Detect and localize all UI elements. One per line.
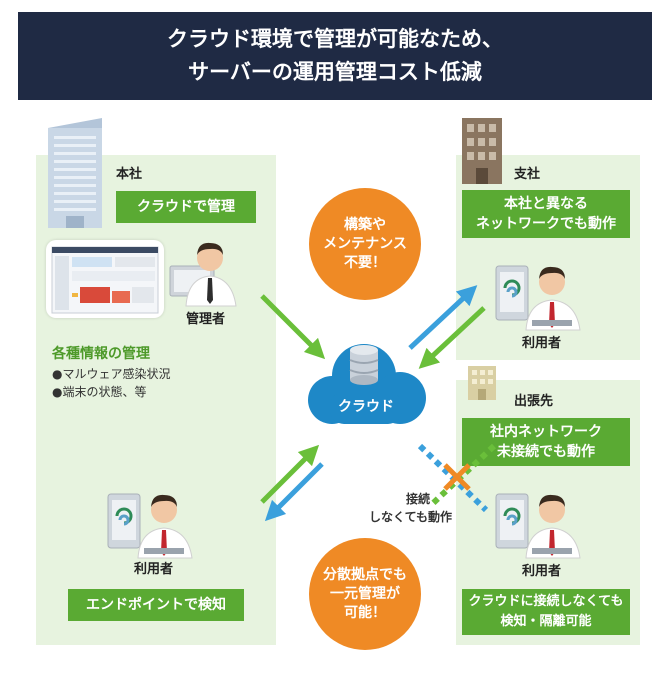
offline-note-line-1: 接続 [405, 492, 430, 506]
trip-bottom-line-2: 検知・隔離可能 [500, 614, 592, 629]
circle-bottom-line-2: 一元管理が [330, 585, 400, 602]
header-line-1: クラウド環境で管理が可能なため、 [167, 27, 503, 51]
offline-note-line-2: しなくても動作 [368, 510, 452, 524]
circle-bottom-line-1: 分散拠点でも [323, 566, 407, 583]
info-item-malware: ●マルウェア感染状況 [52, 367, 171, 381]
hq-user-label: 利用者 [134, 562, 174, 577]
office-building-icon [48, 118, 102, 228]
hq-user-person-icon [107, 493, 193, 559]
info-title: 各種情報の管理 [52, 346, 150, 362]
cloud-label: クラウド [338, 399, 394, 415]
branch-tag-line-2: ネットワークでも動作 [476, 216, 616, 232]
hq-endpoint-text: エンドポイントで検知 [86, 597, 226, 613]
admin-person-icon [169, 242, 237, 307]
branch-building-icon [462, 118, 502, 184]
database-icon [349, 345, 379, 385]
hq-tag-cloud-managed: クラウドで管理 [116, 191, 256, 223]
hq-title: 本社 [116, 167, 143, 182]
trip-title: 出張先 [514, 394, 554, 409]
trip-user-person-icon [495, 493, 581, 559]
trip-bottom-tag: クラウドに接続しなくても 検知・隔離可能 [462, 589, 630, 635]
circle-top-line-1: 構築や [344, 216, 386, 233]
header-banner: クラウド環境で管理が可能なため、 サーバーの運用管理コスト低減 [18, 12, 652, 100]
trip-tag: 社内ネットワーク 未接続でも動作 [462, 418, 630, 466]
cross-mark-icon [443, 463, 471, 491]
header-line-2: サーバーの運用管理コスト低減 [188, 60, 482, 84]
circle-top-line-2: メンテナンス [323, 235, 407, 252]
info-item-device-state: ●端末の状態、等 [52, 385, 147, 399]
circle-bottom-line-3: 可能！ [344, 604, 386, 621]
hq-panel [36, 155, 276, 645]
cloud-icon [308, 344, 426, 424]
trip-bottom-line-1: クラウドに接続しなくても [468, 594, 624, 609]
offline-note: 接続 しなくても動作 [362, 490, 452, 526]
trip-user-label: 利用者 [522, 564, 562, 579]
branch-user-person-icon [495, 265, 581, 331]
trip-building-icon [468, 366, 496, 400]
branch-user-label: 利用者 [522, 336, 562, 351]
circle-top-line-3: 不要！ [344, 254, 386, 271]
branch-tag: 本社と異なる ネットワークでも動作 [462, 190, 630, 238]
hq-tag-text: クラウドで管理 [137, 199, 235, 215]
circle-no-maintenance: 構築や メンテナンス 不要！ [309, 188, 421, 300]
trip-tag-line-2: 未接続でも動作 [497, 444, 595, 460]
trip-tag-line-1: 社内ネットワーク [490, 424, 602, 440]
admin-label: 管理者 [186, 312, 226, 327]
branch-title: 支社 [514, 167, 541, 182]
circle-centralized: 分散拠点でも 一元管理が 可能！ [309, 538, 421, 650]
dashboard-screenshot-icon [51, 246, 159, 314]
hq-tag-endpoint: エンドポイントで検知 [68, 589, 244, 621]
branch-tag-line-1: 本社と異なる [504, 196, 588, 212]
